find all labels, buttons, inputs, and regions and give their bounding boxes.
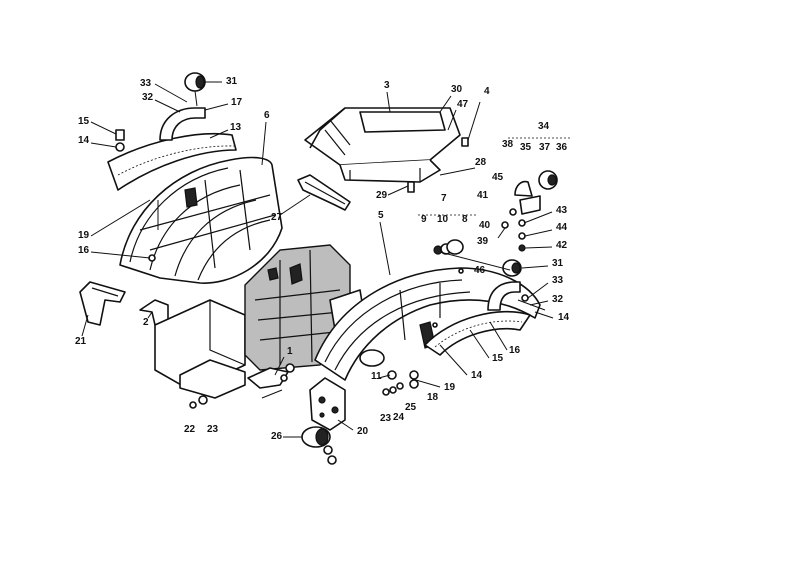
callout-c27: 27 [271, 212, 283, 223]
callout-c4: 4 [484, 86, 490, 97]
callout-c9: 9 [421, 214, 427, 225]
callout-c20: 20 [357, 426, 369, 437]
callout-c7: 7 [441, 193, 447, 204]
callout-c14a: 14 [78, 135, 90, 146]
callout-c34: 34 [538, 121, 550, 132]
callout-c26: 26 [271, 431, 283, 442]
callout-c5: 5 [378, 210, 384, 221]
right-grab-handle [487, 259, 546, 311]
callout-c18: 18 [427, 392, 439, 403]
transmission-housing [244, 244, 366, 371]
callout-c29: 29 [376, 190, 388, 201]
left-fender-part-6 [119, 156, 283, 284]
right-fender-part-5 [314, 267, 541, 381]
callout-c22: 22 [184, 424, 196, 435]
seat-bolts [407, 101, 481, 193]
footrest-bracket-part-21 [79, 281, 126, 326]
callout-c14c: 14 [558, 312, 570, 323]
leader-lines [81, 81, 554, 438]
callout-c30: 30 [451, 84, 463, 95]
washer-group-part-7 [418, 214, 511, 271]
callout-c31a: 31 [226, 76, 238, 87]
pto-cover-part-20 [309, 377, 346, 431]
fender-extension-part-13 [107, 132, 237, 191]
callout-c19b: 19 [444, 382, 456, 393]
callout-c16b: 16 [509, 345, 521, 356]
callout-c14b: 14 [471, 370, 483, 381]
callout-c33a: 33 [140, 78, 152, 89]
callout-c46: 46 [474, 265, 486, 276]
seat-part-3 [304, 107, 461, 183]
callout-c31b: 31 [552, 258, 564, 269]
callout-c47: 47 [457, 99, 469, 110]
callout-c37: 37 [539, 142, 551, 153]
battery-footplate [154, 299, 246, 409]
callout-c13: 13 [230, 122, 242, 133]
callout-c32b: 32 [552, 294, 564, 305]
callout-c43: 43 [556, 205, 568, 216]
right-fasteners [382, 268, 464, 396]
pto-gear-part-26 [301, 426, 337, 465]
right-fender-extension-part-16 [424, 310, 531, 356]
callout-c1: 1 [287, 346, 293, 357]
callout-c40: 40 [479, 220, 491, 231]
callout-c6: 6 [264, 110, 270, 121]
callout-c38: 38 [502, 139, 514, 150]
callout-c45: 45 [492, 172, 504, 183]
callout-c41: 41 [477, 190, 489, 201]
callout-c17: 17 [231, 97, 243, 108]
callout-c10: 10 [437, 214, 449, 225]
callout-c11: 11 [371, 371, 382, 382]
callout-c39: 39 [477, 236, 489, 247]
callout-c3: 3 [384, 80, 390, 91]
callout-c15a: 15 [78, 116, 90, 127]
callout-c15b: 15 [492, 353, 504, 364]
callout-c42: 42 [556, 240, 568, 251]
callout-c21: 21 [75, 336, 87, 347]
left-grab-handle-part-17 [159, 72, 206, 141]
callout-c33b: 33 [552, 275, 564, 286]
callout-c23a: 23 [207, 424, 219, 435]
callout-c35: 35 [520, 142, 532, 153]
callout-c25: 25 [405, 402, 417, 413]
linkage-bracket-part-1 [247, 363, 295, 399]
callout-c16a: 16 [78, 245, 90, 256]
callout-c2: 2 [143, 317, 149, 328]
callout-c36: 36 [556, 142, 568, 153]
callout-c23b: 23 [380, 413, 392, 424]
seat-rail-part-27 [297, 174, 351, 211]
callout-c8: 8 [462, 214, 468, 225]
callout-c28: 28 [475, 157, 487, 168]
callout-c32a: 32 [142, 92, 154, 103]
callout-c19a: 19 [78, 230, 90, 241]
callout-c24: 24 [393, 412, 405, 423]
callout-c44: 44 [556, 222, 568, 233]
